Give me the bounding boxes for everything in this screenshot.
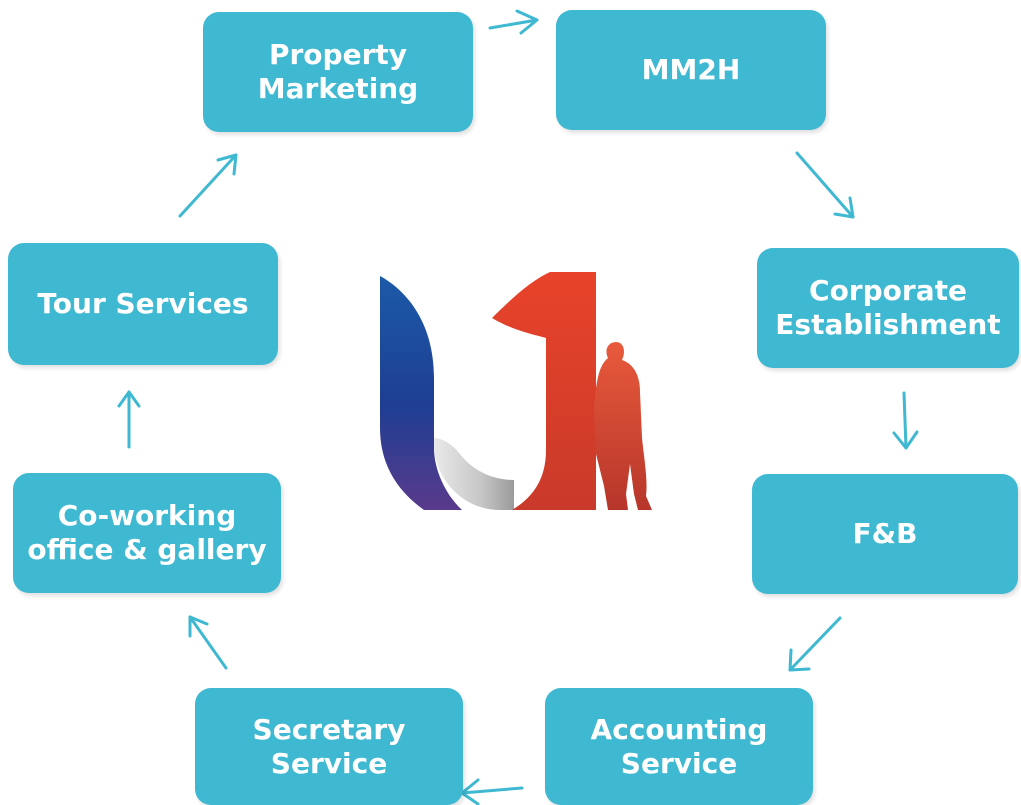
node-accounting-service: Accounting Service [545,688,813,805]
node-coworking: Co-working office & gallery [13,473,281,593]
node-label-accounting-service: Accounting Service [590,712,768,780]
arrow-mm2h-to-corporate-establishment [795,151,855,219]
arrow-property-marketing-to-mm2h [488,9,539,35]
node-label-fnb: F&B [852,517,918,550]
logo-1-stroke [492,272,596,510]
node-corporate-establishment: Corporate Establishment [757,248,1019,368]
node-mm2h: MM2H [556,10,826,130]
node-fnb: F&B [752,474,1018,594]
node-label-secretary-service: Secretary Service [252,712,406,780]
logo-u-bottom-curve [434,438,514,510]
arrow-corporate-establishment-to-fnb [892,391,919,450]
node-label-property-marketing: Property Marketing [257,38,419,105]
node-label-coworking: Co-working office & gallery [27,499,267,566]
node-property-marketing: Property Marketing [203,12,473,132]
node-tour-services: Tour Services [8,243,278,365]
arrow-accounting-service-to-secretary-service [460,778,524,805]
node-label-corporate-establishment: Corporate Establishment [775,274,1001,341]
arrow-coworking-to-tour-services [117,390,141,449]
node-secretary-service: Secretary Service [195,688,463,805]
logo-figure [594,342,652,510]
arrow-tour-services-to-property-marketing [178,153,238,218]
logo-u-left-stroke [380,276,462,510]
node-label-tour-services: Tour Services [37,287,249,320]
u1-logo [380,272,652,510]
arrow-secretary-service-to-coworking [188,615,228,670]
arrow-fnb-to-accounting-service [788,616,842,672]
node-label-mm2h: MM2H [641,53,741,86]
